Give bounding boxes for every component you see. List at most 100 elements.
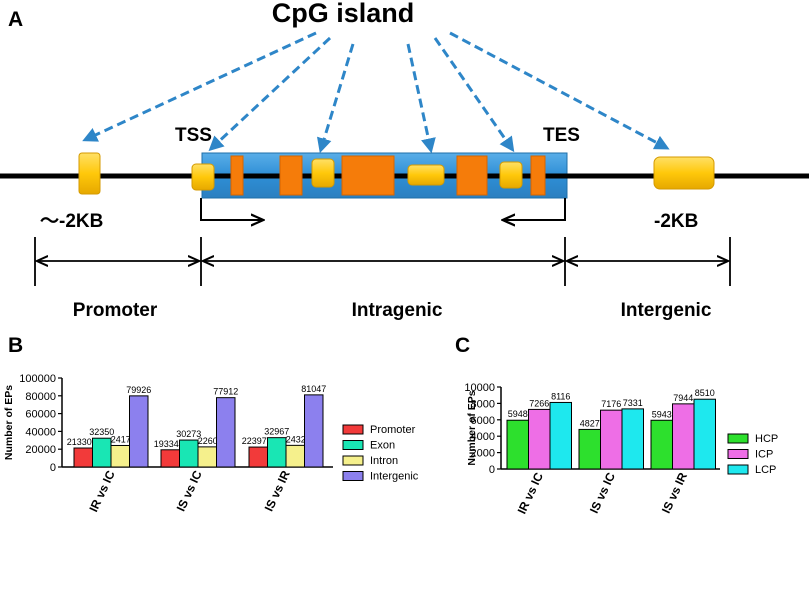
data-label: 21330 xyxy=(67,437,92,447)
bar xyxy=(179,439,199,468)
cpg-arrow-tss xyxy=(208,36,332,152)
exon xyxy=(456,155,488,196)
y-tick-label: 4000 xyxy=(471,431,495,443)
legend-swatch xyxy=(727,464,749,475)
cpg-island xyxy=(653,156,715,190)
y-tick-label: 0 xyxy=(489,464,495,476)
legend-swatch xyxy=(342,455,364,466)
bar xyxy=(693,398,716,470)
exon xyxy=(279,155,303,196)
bar xyxy=(110,444,130,468)
category-label: IS vs IC xyxy=(587,470,618,516)
panel-a-label: A xyxy=(8,8,23,31)
y-axis-title: Number of EPs xyxy=(466,390,478,465)
exons xyxy=(230,155,546,196)
bar xyxy=(248,446,268,468)
y-tick-label: 80000 xyxy=(25,391,56,403)
data-label: 32967 xyxy=(264,427,289,437)
bar xyxy=(578,428,601,470)
y-axis-title: Number of EPs xyxy=(3,385,15,460)
data-label: 22397 xyxy=(242,436,267,446)
bar xyxy=(92,437,112,468)
cpg-island-title: CpG island xyxy=(272,0,415,28)
category-label: IR vs IC xyxy=(86,468,117,514)
y-tick-label: 40000 xyxy=(25,426,56,438)
legend-label: Intron xyxy=(370,455,398,467)
data-label: 19334 xyxy=(154,439,179,449)
transcription-arrows xyxy=(200,198,566,220)
data-label: 30273 xyxy=(176,429,201,439)
data-label: 7944 xyxy=(673,393,693,403)
cpg-arrow-intergenic xyxy=(449,31,670,150)
y-tick-label: 100000 xyxy=(19,373,56,385)
cpg-arrow-promoter xyxy=(82,31,317,142)
legend-label: Exon xyxy=(370,440,395,452)
bar xyxy=(267,437,287,468)
data-label: 8116 xyxy=(551,391,570,401)
bar xyxy=(650,419,673,470)
left-distance-label: ～-2KB xyxy=(40,211,103,232)
category-label: IS vs IR xyxy=(262,468,293,514)
legend-swatch xyxy=(727,433,749,444)
tes-transcription-arrow xyxy=(504,198,566,220)
bar xyxy=(528,408,551,470)
data-label: 32350 xyxy=(89,427,114,437)
data-label: 5943 xyxy=(652,409,672,419)
legend-swatch xyxy=(727,449,749,459)
cpg-arrows xyxy=(82,31,670,154)
bar xyxy=(160,449,180,468)
cpg-island xyxy=(78,152,101,195)
data-label: 8510 xyxy=(695,388,715,398)
data-label: 22609 xyxy=(198,436,223,446)
data-label: 5948 xyxy=(508,409,528,419)
data-label: 7176 xyxy=(601,399,621,409)
legend-label: Intergenic xyxy=(370,471,419,483)
bar xyxy=(129,395,149,468)
tes-label: TES xyxy=(543,125,580,146)
region-label-intragenic: Intragenic xyxy=(352,300,443,321)
region-brackets xyxy=(34,237,731,286)
cpg-arrow-intragenic-3 xyxy=(433,37,515,153)
y-tick-label: 10000 xyxy=(464,382,495,394)
exon xyxy=(230,155,244,196)
panel-c-label: C xyxy=(455,334,470,357)
panel-a: A CpG island TSS TES xyxy=(0,0,809,321)
y-tick-label: 60000 xyxy=(25,409,56,421)
data-label: 7331 xyxy=(623,398,643,408)
bar xyxy=(621,408,644,470)
bar xyxy=(216,397,236,468)
region-label-intergenic: Intergenic xyxy=(621,300,712,321)
bar xyxy=(600,409,623,470)
bar xyxy=(304,394,324,468)
cpg-island xyxy=(407,164,445,186)
right-distance-label: -2KB xyxy=(654,211,698,232)
data-label: 79926 xyxy=(126,385,151,395)
data-label: 24327 xyxy=(286,434,311,444)
cpg-island xyxy=(311,158,335,188)
bar xyxy=(73,447,93,468)
exon xyxy=(341,155,395,196)
legend-swatch xyxy=(342,440,364,450)
cpg-islands xyxy=(78,152,715,195)
tss-label: TSS xyxy=(175,125,212,146)
legend-swatch xyxy=(342,424,364,435)
legend-label: HCP xyxy=(755,433,778,445)
bar xyxy=(672,403,695,470)
cpg-island xyxy=(191,163,215,191)
category-label: IS vs IR xyxy=(659,470,690,516)
legend-label: Promoter xyxy=(370,424,416,436)
data-label: 4827 xyxy=(580,418,600,428)
tss-transcription-arrow xyxy=(200,198,262,220)
bar xyxy=(197,446,217,468)
cpg-arrow-intragenic-1 xyxy=(317,43,355,154)
y-tick-label: 20000 xyxy=(25,444,56,456)
data-label: 24179 xyxy=(111,434,136,444)
data-label: 81047 xyxy=(301,384,326,394)
y-tick-label: 0 xyxy=(50,462,56,474)
cpg-arrow-intragenic-2 xyxy=(406,43,436,154)
bar xyxy=(549,401,572,470)
